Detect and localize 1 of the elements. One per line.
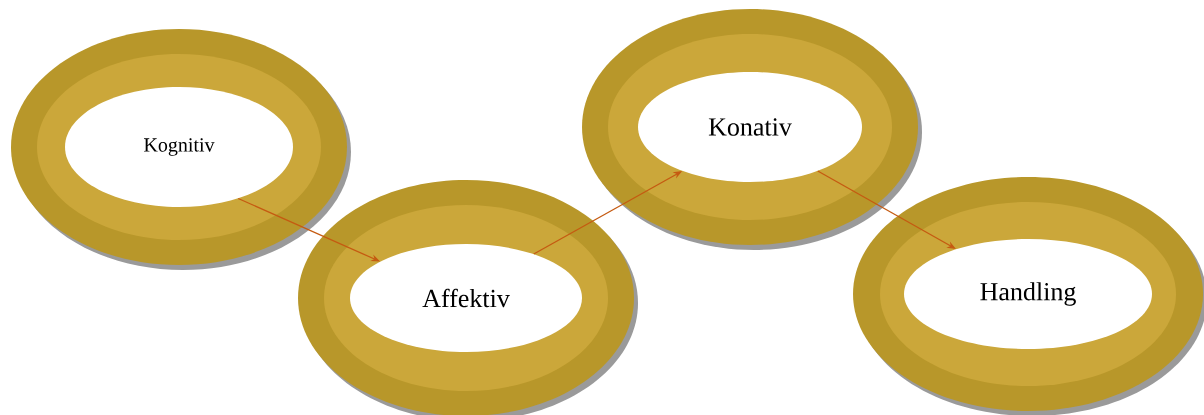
arrow <box>817 170 956 249</box>
